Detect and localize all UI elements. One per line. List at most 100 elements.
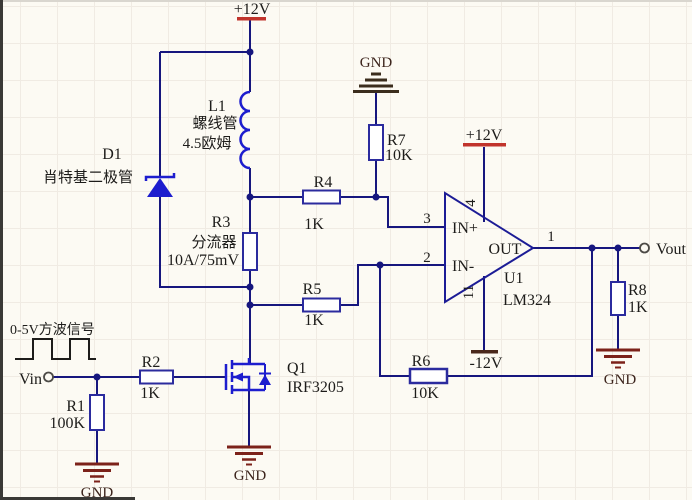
wire-d1-bottom — [159, 197, 250, 288]
gnd-r1-label: GND — [81, 485, 114, 500]
r6-value: 10K — [411, 385, 439, 402]
resistor-body[interactable] — [302, 297, 341, 313]
junction-dot — [246, 193, 254, 201]
diode-triangle[interactable] — [147, 178, 173, 197]
resistor-r5[interactable]: R5 1K — [302, 281, 341, 329]
resistor-body[interactable] — [368, 124, 384, 161]
wire-fb-left — [379, 265, 410, 377]
gnd-r8-symbol[interactable]: GND — [596, 348, 640, 388]
gnd-q1-symbol[interactable]: GND — [227, 445, 271, 484]
l1-ref: L1 — [208, 98, 226, 115]
r8-value: 1K — [628, 299, 648, 316]
signal-label: 0-5V方波信号 — [10, 322, 95, 338]
resistor-body[interactable] — [139, 369, 174, 385]
u1-out-label: OUT — [489, 241, 522, 258]
junction-dot — [93, 373, 101, 381]
port-vout[interactable]: Vout — [639, 241, 686, 258]
u1-value: LM324 — [503, 292, 551, 309]
body-diode-triangle — [259, 374, 271, 385]
r3-value: 10A/75mV — [167, 252, 239, 269]
l1-desc: 螺线管 — [192, 115, 237, 132]
vin-terminal[interactable] — [43, 371, 54, 383]
wire-r5-to-pin2 — [340, 264, 445, 306]
mosfet-q1[interactable]: Q1 IRF3205 — [224, 358, 344, 396]
wire-fb-right — [447, 248, 593, 377]
resistor-r6[interactable]: R6 10K — [408, 353, 449, 402]
vee-u1-symbol[interactable]: -12V — [470, 350, 503, 372]
resistor-body[interactable] — [242, 232, 258, 271]
opamp-u1[interactable]: IN+ IN- OUT 3 2 1 4 11 U1 LM324 — [423, 191, 555, 309]
junction-dot — [246, 48, 254, 56]
power-bar — [471, 350, 498, 354]
input-signal-annotation: 0-5V方波信号 — [10, 322, 96, 360]
r5-ref: R5 — [303, 281, 322, 298]
vcc-main-symbol[interactable]: +12V — [234, 1, 271, 21]
screenshot-edge-top — [0, 0, 692, 2]
vout-terminal[interactable] — [639, 242, 650, 254]
port-vin[interactable]: Vin — [19, 371, 54, 388]
r4-ref: R4 — [314, 174, 333, 191]
vee-u1-label: -12V — [470, 355, 503, 372]
gnd-q1-label: GND — [234, 468, 267, 484]
junction-dot — [246, 283, 254, 291]
u1-pin3: 3 — [423, 211, 431, 227]
u1-ref: U1 — [504, 270, 524, 287]
wire-layer — [53, 20, 640, 464]
q1-ref: Q1 — [287, 360, 307, 377]
resistor-r7[interactable]: R7 10K — [368, 124, 413, 164]
l1-value: 4.5欧姆 — [183, 135, 232, 152]
resistor-body[interactable] — [302, 189, 341, 205]
u1-pin1: 1 — [547, 229, 555, 245]
power-bar — [463, 143, 506, 147]
r8-ref: R8 — [628, 282, 647, 299]
wire-r4-to-pin3 — [340, 196, 445, 228]
resistor-r8[interactable]: R8 1K — [610, 281, 648, 316]
r3-ref: R3 — [212, 214, 231, 231]
inductor-l1[interactable]: L1 螺线管 4.5欧姆 — [183, 90, 251, 170]
vcc-u1-label: +12V — [466, 127, 503, 144]
r3-desc: 分流器 — [191, 234, 236, 251]
junction-dot — [614, 244, 622, 252]
resistor-body[interactable] — [408, 367, 449, 385]
r2-ref: R2 — [142, 354, 161, 371]
r4-value: 1K — [304, 216, 324, 233]
screenshot-edge-left — [0, 0, 3, 500]
u1-pin11: 11 — [461, 285, 477, 299]
resistor-r3[interactable]: R3 分流器 10A/75mV — [167, 214, 258, 271]
resistor-r1[interactable]: R1 100K — [49, 394, 105, 432]
vcc-u1-symbol[interactable]: +12V — [463, 127, 506, 147]
gnd-r8-label: GND — [604, 372, 637, 388]
resistor-body[interactable] — [610, 281, 626, 316]
d1-desc: 肖特基二极管 — [43, 169, 133, 186]
gnd-r1-symbol[interactable]: GND — [75, 462, 119, 500]
resistor-r4[interactable]: R4 1K — [302, 174, 341, 233]
screenshot-edge-bottom — [0, 497, 135, 500]
gnd-r7-symbol[interactable]: GND — [353, 55, 399, 93]
power-bar — [237, 17, 266, 21]
gnd-r7-label: GND — [360, 55, 393, 71]
opamp-triangle[interactable] — [444, 191, 535, 304]
r2-value: 1K — [140, 385, 160, 402]
r6-ref: R6 — [412, 353, 431, 370]
junction-dot — [588, 244, 596, 252]
r1-ref: R1 — [66, 398, 85, 415]
junction-dot — [246, 301, 254, 309]
vout-label: Vout — [656, 241, 686, 258]
vcc-main-label: +12V — [234, 1, 271, 18]
u1-in-minus: IN- — [452, 258, 474, 275]
junction-dot — [376, 261, 384, 269]
substrate-arrow — [233, 372, 243, 382]
junction-dot — [372, 193, 380, 201]
inductor-coil[interactable] — [239, 90, 251, 170]
d1-ref: D1 — [102, 146, 122, 163]
junction-layer — [93, 48, 622, 381]
diode-d1[interactable]: D1 肖特基二极管 — [43, 146, 176, 197]
u1-in-plus: IN+ — [452, 220, 478, 237]
resistor-r2[interactable]: R2 1K — [139, 354, 174, 402]
square-wave-icon — [15, 338, 96, 360]
r7-value: 10K — [385, 147, 413, 164]
vin-label: Vin — [19, 371, 42, 388]
resistor-body[interactable] — [89, 394, 105, 431]
